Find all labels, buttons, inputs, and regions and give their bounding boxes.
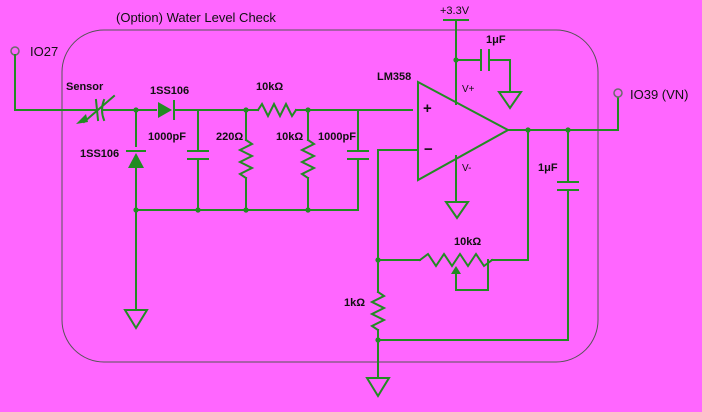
res-10k-shunt-zigzag <box>299 138 317 180</box>
res-1k-zigzag <box>369 290 387 332</box>
io27-wire <box>14 54 83 111</box>
opamp-minus-sign: − <box>424 141 433 158</box>
option-frame <box>61 29 599 363</box>
ground-symbol-supply <box>497 91 523 110</box>
pot-10k-label: 10kΩ <box>454 236 482 248</box>
diode-series-label: 1SS106 <box>150 85 190 97</box>
opamp-plus-sign: + <box>423 100 432 117</box>
io39-pin-terminal[interactable] <box>613 88 623 98</box>
cap-1000pf-a-label: 1000pF <box>148 131 186 143</box>
res-10k-shunt-label: 10kΩ <box>276 131 304 143</box>
vplus-label: V+ <box>462 84 475 95</box>
page-title: (Option) Water Level Check <box>116 10 276 25</box>
supply-cap-right-wire <box>489 59 511 91</box>
opamp-label: LM358 <box>377 71 412 83</box>
pot-wiper-arrow <box>451 266 461 274</box>
ground-symbol-opamp <box>444 201 470 220</box>
res-220-label: 220Ω <box>216 131 244 143</box>
res-1k-label: 1kΩ <box>344 297 366 309</box>
diode-series <box>158 100 175 120</box>
out-cap-bottom-wire <box>377 190 569 341</box>
vminus-label: V- <box>462 163 472 174</box>
feedback-output-wire <box>491 129 529 261</box>
cap-1000pf-b-label: 1000pF <box>318 131 356 143</box>
pot-wiper-loop <box>455 259 489 291</box>
ground-symbol-bottom <box>365 377 391 398</box>
io39-label: IO39 (VN) <box>630 87 689 102</box>
sensor-variable-capacitor <box>76 94 119 124</box>
res-10k-series-zigzag <box>256 101 298 119</box>
res-10k-series-label: 10kΩ <box>256 81 284 93</box>
io27-pin-terminal[interactable] <box>10 46 20 56</box>
pot-10k-zigzag <box>418 252 494 268</box>
sensor-label: Sensor <box>66 81 104 93</box>
output-wire <box>507 96 619 131</box>
res-220-zigzag <box>237 138 255 180</box>
vcc-label: +3.3V <box>440 5 470 17</box>
diode-shunt-label: 1SS106 <box>80 148 120 160</box>
cap-1uf-out-label: 1μF <box>538 162 558 174</box>
cap-1uf-supply-label: 1μF <box>486 34 506 46</box>
diode-shunt <box>126 150 146 168</box>
ground-symbol-left <box>123 309 149 330</box>
opamp-triangle <box>417 80 511 182</box>
io27-label: IO27 <box>30 44 59 59</box>
